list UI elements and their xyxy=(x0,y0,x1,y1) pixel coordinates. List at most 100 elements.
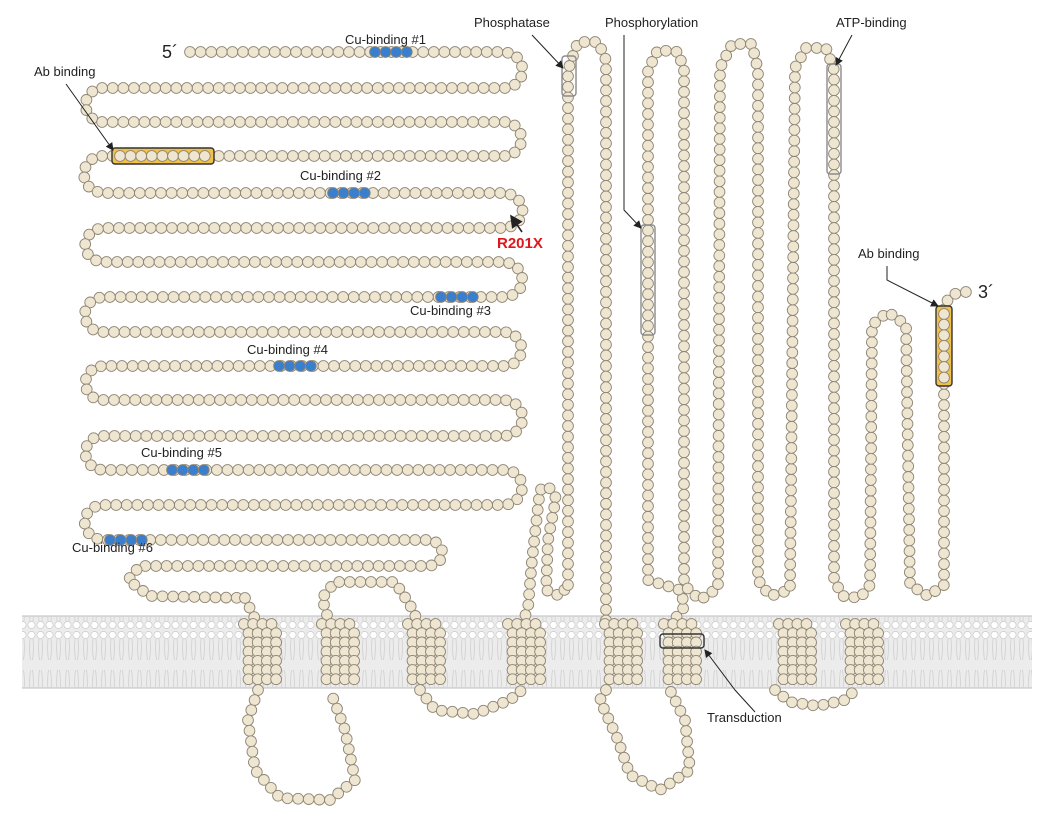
amino-acid-bead xyxy=(678,435,690,448)
amino-acid-bead xyxy=(415,394,428,406)
cu-binding-bead xyxy=(466,291,479,303)
amino-acid-bead xyxy=(97,326,110,338)
amino-acid-bead xyxy=(80,450,92,463)
amino-acid-bead xyxy=(393,82,405,94)
transduction-arrow xyxy=(704,649,756,713)
amino-acid-bead xyxy=(80,315,93,328)
amino-acid-bead xyxy=(417,499,430,511)
amino-acid-bead xyxy=(562,568,574,581)
amino-acid-bead xyxy=(429,256,441,268)
amino-acid-bead xyxy=(865,357,878,370)
cu-binding-5-label: Cu-binding #5 xyxy=(141,445,222,460)
amino-acid-bead xyxy=(642,468,654,481)
amino-acid-bead xyxy=(435,150,448,162)
amino-acid-bead xyxy=(541,553,554,566)
amino-acid-bead xyxy=(562,367,574,379)
amino-acid-bead xyxy=(600,444,612,457)
amino-acid-bead xyxy=(308,116,320,128)
amino-acid-bead xyxy=(255,150,267,162)
amino-acid-bead xyxy=(785,463,798,475)
amino-acid-bead xyxy=(600,105,612,118)
amino-acid-bead xyxy=(147,360,160,372)
amino-acid-bead xyxy=(223,150,236,162)
amino-acid-bead xyxy=(245,394,258,406)
amino-acid-bead xyxy=(600,243,612,256)
amino-acid-bead xyxy=(787,219,800,232)
amino-acid-bead xyxy=(271,534,284,546)
amino-acid-bead xyxy=(789,60,802,73)
amino-acid-bead xyxy=(471,256,484,268)
amino-acid-bead xyxy=(82,180,95,193)
amino-acid-bead xyxy=(562,186,574,199)
ab-binding-bead xyxy=(198,150,211,162)
amino-acid-bead xyxy=(678,467,690,480)
ab-binding-bead xyxy=(938,350,950,363)
amino-acid-bead xyxy=(249,256,261,268)
amino-acid-bead xyxy=(713,228,726,241)
amino-acid-bead xyxy=(412,360,425,372)
amino-acid-bead xyxy=(110,499,122,511)
domain-highlights xyxy=(104,46,953,649)
amino-acid-bead xyxy=(248,694,261,706)
amino-acid-bead xyxy=(456,116,469,128)
cu-binding-bead xyxy=(166,464,178,476)
amino-acid-bead xyxy=(600,169,612,182)
amino-acid-bead xyxy=(86,153,98,165)
amino-acid-bead xyxy=(678,361,690,374)
amino-acid-bead xyxy=(678,234,690,247)
amino-acid-bead xyxy=(435,704,448,717)
amino-acid-bead xyxy=(382,82,395,94)
amino-acid-bead xyxy=(769,684,781,696)
amino-acid-bead xyxy=(903,545,916,557)
amino-acid-bead xyxy=(515,406,528,419)
amino-acid-bead xyxy=(155,187,167,199)
amino-acid-bead xyxy=(377,187,390,199)
amino-acid-bead xyxy=(220,591,232,604)
amino-acid-bead xyxy=(752,364,764,377)
amino-acid-bead xyxy=(160,560,173,572)
amino-acid-bead xyxy=(562,473,574,485)
amino-acid-bead xyxy=(824,53,836,65)
amino-acid-bead xyxy=(226,46,239,58)
amino-acid-bead xyxy=(456,82,469,94)
amino-acid-bead xyxy=(713,207,726,219)
amino-acid-bead xyxy=(509,398,522,411)
cu-binding-bead xyxy=(337,187,350,199)
amino-acid-bead xyxy=(181,116,193,128)
amino-acid-bead xyxy=(437,430,449,442)
amino-acid-bead xyxy=(786,314,799,327)
amino-acid-bead xyxy=(600,561,612,574)
amino-acid-bead xyxy=(420,692,433,705)
transmembrane-helix xyxy=(599,618,643,686)
amino-acid-bead xyxy=(451,187,464,199)
amino-acid-bead xyxy=(373,430,386,442)
amino-acid-bead xyxy=(343,576,356,588)
amino-acid-bead xyxy=(787,208,800,221)
amino-acid-bead xyxy=(203,326,216,338)
amino-acid-bead xyxy=(845,687,858,700)
amino-acid-bead xyxy=(238,256,251,268)
amino-acid-bead xyxy=(828,243,840,256)
helix-bead xyxy=(685,618,698,630)
ab-binding-bead xyxy=(167,150,179,162)
amino-acid-bead xyxy=(712,419,725,431)
amino-acid-bead xyxy=(422,291,434,303)
amino-acid-bead xyxy=(123,187,136,199)
amino-acid-bead xyxy=(900,322,912,335)
amino-acid-bead xyxy=(333,576,346,588)
amino-acid-bead xyxy=(511,493,524,506)
amino-acid-bead xyxy=(678,213,690,225)
amino-acid-bead xyxy=(287,116,299,128)
amino-acid-bead xyxy=(578,36,591,48)
amino-acid-bead xyxy=(403,82,416,94)
amino-acid-bead xyxy=(496,291,508,303)
amino-acid-bead xyxy=(371,150,384,162)
amino-acid-bead xyxy=(182,394,195,406)
amino-acid-bead xyxy=(106,82,119,94)
amino-acid-bead xyxy=(144,187,157,199)
amino-acid-bead xyxy=(216,499,228,511)
amino-acid-bead xyxy=(949,287,962,300)
amino-acid-bead xyxy=(938,452,950,464)
amino-acid-bead xyxy=(412,464,425,476)
cu-binding-bead xyxy=(445,291,458,303)
